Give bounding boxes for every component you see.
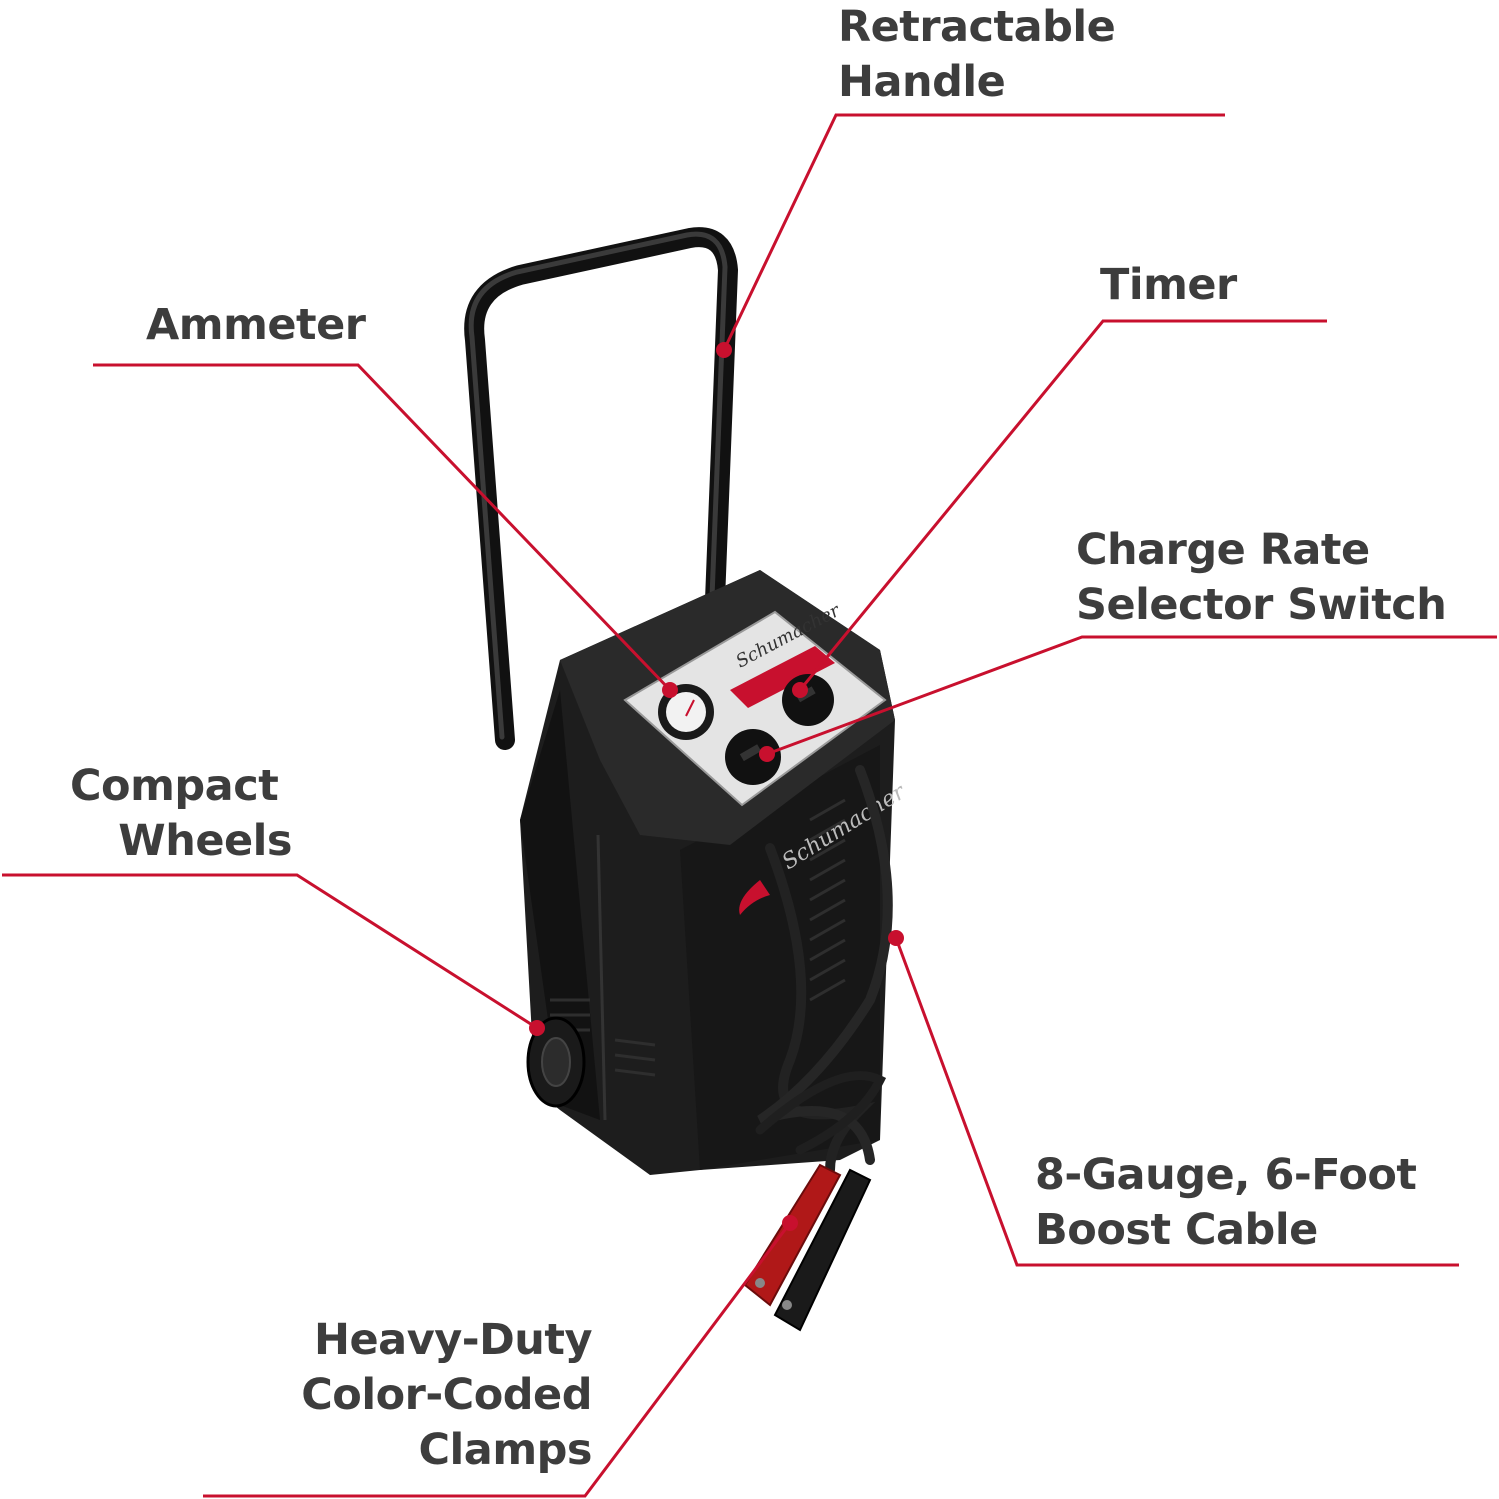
callout-timer: Timer xyxy=(1100,258,1237,313)
retractable-handle-graphic xyxy=(464,227,738,750)
callout-line: Boost Cable xyxy=(1035,1205,1318,1255)
leader-compact-wheels xyxy=(2,873,538,1030)
brand-swoosh xyxy=(739,880,770,915)
leader-ammeter xyxy=(93,363,672,692)
leader-retractable-handle xyxy=(722,113,1225,351)
leader-clamps xyxy=(203,1222,792,1498)
callout-clamps: Heavy-Duty Color-Coded Clamps xyxy=(240,1313,592,1478)
callout-line: Timer xyxy=(1100,260,1237,310)
callout-line: Color-Coded xyxy=(301,1370,592,1420)
side-vents xyxy=(550,798,846,1077)
callout-line: Selector Switch xyxy=(1076,580,1447,630)
leader-dots xyxy=(529,342,904,1231)
leader-timer xyxy=(798,319,1327,691)
charge-rate-knob xyxy=(725,729,781,785)
leader-charge-rate xyxy=(766,635,1497,756)
callout-boost-cable: 8-Gauge, 6-Foot Boost Cable xyxy=(1035,1148,1417,1258)
callout-ammeter: Ammeter xyxy=(146,298,366,353)
callout-line: Heavy-Duty xyxy=(314,1315,592,1365)
callout-line: Ammeter xyxy=(146,300,366,350)
callout-line: Clamps xyxy=(418,1425,593,1475)
ammeter-dial xyxy=(658,684,714,740)
callout-line: Retractable xyxy=(838,2,1116,52)
leader-lines xyxy=(2,113,1497,1498)
wheel xyxy=(526,1016,586,1108)
callout-line: Wheels xyxy=(118,816,292,866)
callout-line: 8-Gauge, 6-Foot xyxy=(1035,1150,1417,1200)
leader-boost-cable xyxy=(894,937,1459,1267)
callout-line: Compact xyxy=(70,761,279,811)
callout-line: Handle xyxy=(838,57,1006,107)
callout-compact-wheels: Compact Wheels xyxy=(40,759,293,869)
callout-charge-rate: Charge Rate Selector Switch xyxy=(1076,523,1447,633)
boost-cables xyxy=(755,765,893,1175)
clamps xyxy=(743,1163,872,1332)
callout-line: Charge Rate xyxy=(1076,525,1370,575)
callout-retractable-handle: Retractable Handle xyxy=(838,0,1116,110)
